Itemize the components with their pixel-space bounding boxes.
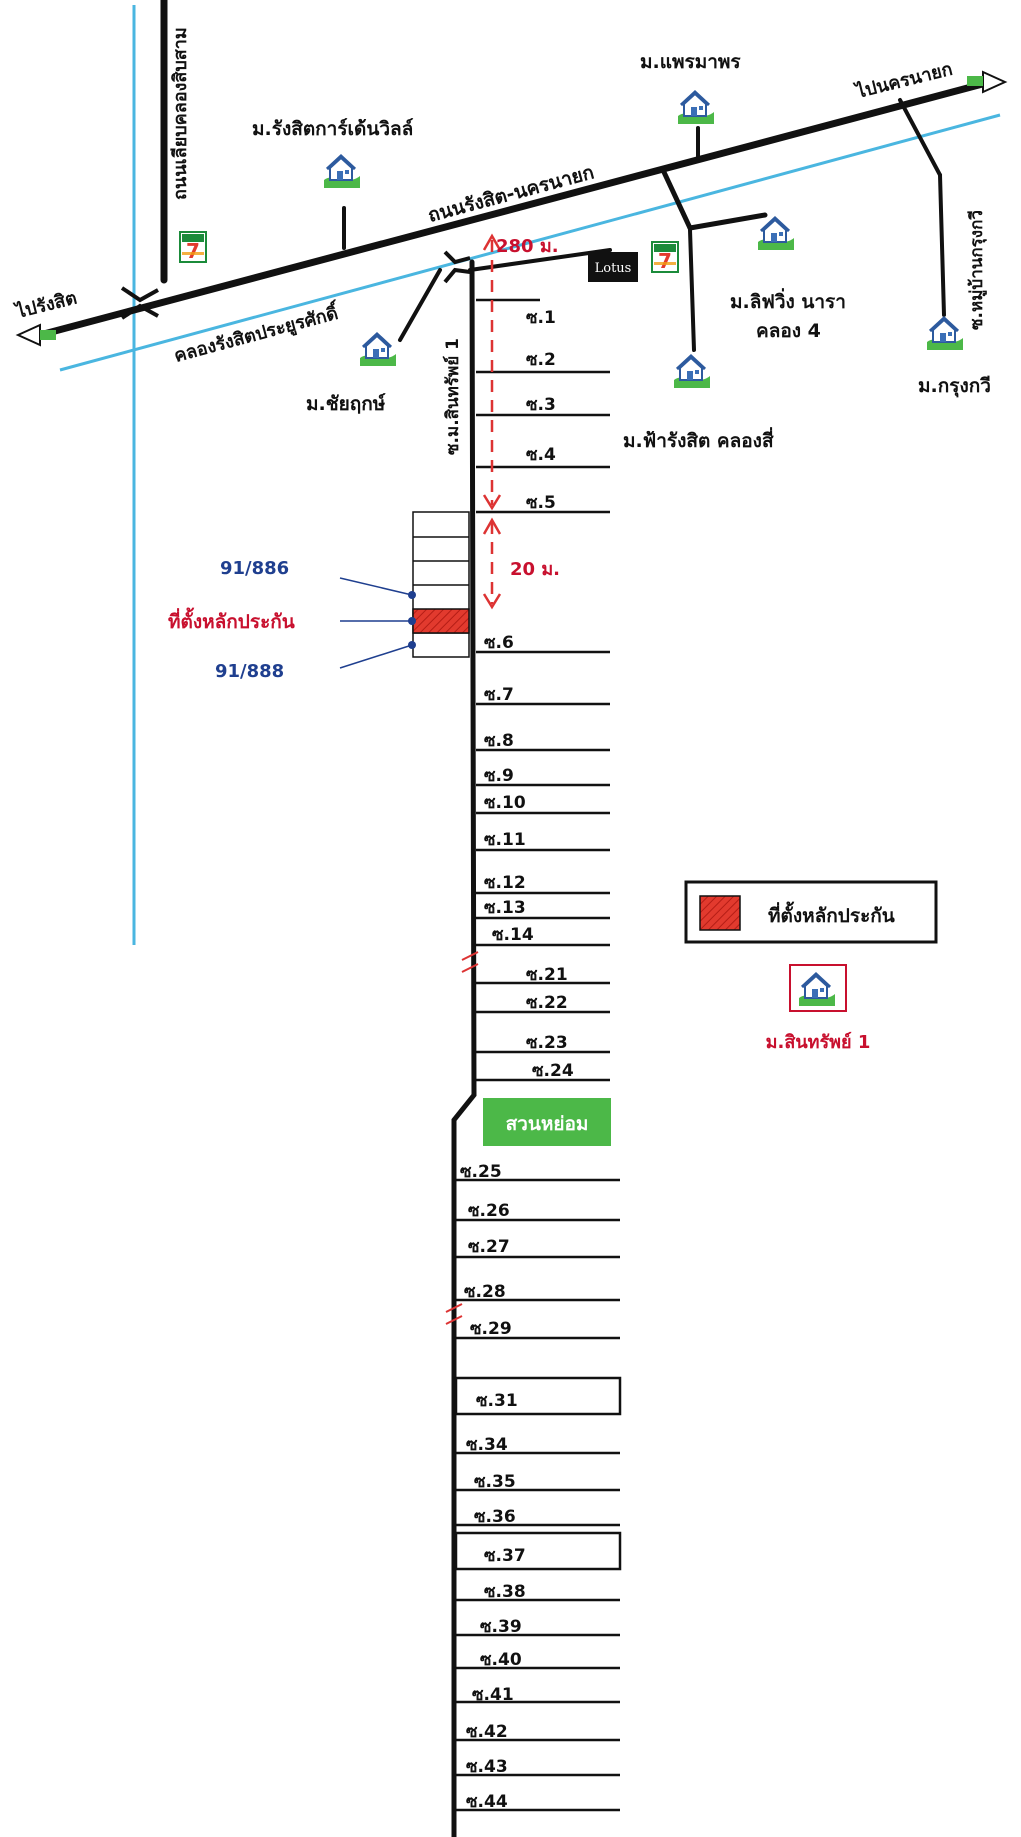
soi-right-label: ซ.5 [526, 493, 556, 513]
soi-lower-label: ซ.34 [466, 1435, 508, 1455]
branch-road [938, 173, 946, 317]
house-icon [322, 154, 362, 190]
arrow-icon [482, 494, 502, 511]
village-fah-rangsit-label: ม.ฟ้ารังสิต คลองสี่ [623, 427, 774, 452]
village-krung-kavi-label: ม.กรุงกวี [918, 375, 991, 398]
village-khlong4-label: คลอง 4 [756, 320, 821, 342]
arrow-icon [15, 323, 56, 347]
plot-91-886-label: 91/886 [220, 558, 289, 579]
soi-lower-label: ซ.28 [464, 1282, 506, 1302]
soi-lower-label: ซ.44 [466, 1792, 508, 1812]
branch-road [398, 268, 442, 342]
soi-right-label: ซ.12 [484, 873, 526, 893]
branch-road [687, 212, 768, 231]
soi-right-label: ซ.6 [484, 633, 514, 653]
soi-lower-label: ซ.36 [474, 1507, 516, 1527]
seven-eleven-icon [179, 231, 207, 264]
soi-lower-label: ซ.25 [460, 1162, 502, 1182]
soi-lower-label: ซ.38 [484, 1582, 526, 1602]
road-break-mark [461, 951, 479, 973]
plot-grid [412, 511, 470, 658]
soi-main-road [451, 259, 477, 1837]
legend-collateral-label: ที่ตั้งหลักประกัน [768, 901, 895, 927]
plot-dot [408, 617, 416, 625]
bridge-mark [120, 286, 159, 320]
plot-dot [408, 641, 416, 649]
legend-village-label: ม.สินทรัพย์ 1 [766, 1031, 871, 1053]
arrow-icon [482, 517, 502, 535]
park-label: สวนหย่อม [506, 1113, 589, 1135]
distance-20-label: 20 ม. [510, 559, 560, 580]
soi-lower-label: ซ.29 [470, 1319, 512, 1339]
village-rangsit-garden-label: ม.รังสิตการ์เด้นวิลล์ [252, 118, 413, 140]
park-box [483, 1098, 611, 1146]
branch-road [660, 167, 693, 231]
soi-right-label: ซ.1 [526, 308, 556, 328]
soi-right-label: ซ.2 [526, 350, 556, 370]
soi-lines [454, 298, 622, 1812]
soi-krung-kavi-label: ซ.หมู่บ้านกรุงกวี [966, 210, 988, 330]
branch-road [468, 248, 612, 272]
soi-right-label: ซ.23 [526, 1033, 568, 1053]
soi-right-label: ซ.14 [492, 925, 534, 945]
soi-main-label: ซ.ม.สินทรัพย์ 1 [442, 338, 463, 455]
plot-dot [408, 591, 416, 599]
soi-right-label: ซ.11 [484, 830, 526, 850]
soi-lower-label: ซ.40 [480, 1650, 522, 1670]
soi-right-label: ซ.22 [526, 993, 568, 1013]
bridge-mark [443, 250, 471, 284]
branch-road [898, 98, 942, 177]
main-road [36, 78, 994, 339]
lotus-logo: Lotus [588, 252, 638, 282]
village-phraemaphon-label: ม.แพรมาพร [640, 51, 741, 73]
legend-swatch [699, 895, 741, 931]
soi-right-label: ซ.7 [484, 685, 514, 705]
soi-right-label: ซ.8 [484, 731, 514, 751]
house-icon [756, 216, 796, 252]
soi-lower-label: ซ.39 [480, 1617, 522, 1637]
soi-lower-label: ซ.42 [466, 1722, 508, 1742]
arrow-icon [482, 233, 502, 251]
soi-lower-label: ซ.43 [466, 1757, 508, 1777]
collateral-plot [412, 608, 470, 634]
road-break-mark [445, 1303, 463, 1325]
soi-right-label: ซ.13 [484, 898, 526, 918]
soi-right-label: ซ.3 [526, 395, 556, 415]
soi-lower-label: ซ.35 [474, 1472, 516, 1492]
village-chaiyarit-label: ม.ชัยฤกษ์ [306, 393, 386, 415]
svg-text:Lotus: Lotus [595, 261, 632, 276]
arrow-icon [482, 593, 502, 610]
to-rangsit-label: ไปรังสิต [12, 287, 79, 324]
soi-lower-label: ซ.37 [484, 1546, 526, 1566]
soi-lower-label: ซ.31 [476, 1391, 518, 1411]
house-icon [676, 90, 716, 126]
branch-road [688, 228, 696, 352]
soi-right-label: ซ.24 [532, 1061, 574, 1081]
soi-lower-label: ซ.41 [472, 1685, 514, 1705]
house-icon [925, 316, 965, 352]
seven-eleven-icon [651, 241, 679, 274]
side-road-label: ถนนเลียบคลองสิบสาม [170, 27, 191, 200]
plot-91-888-label: 91/888 [215, 661, 284, 682]
plot-pointer [339, 644, 413, 669]
soi-right-label: ซ.9 [484, 766, 514, 786]
soi-lower-label: ซ.27 [468, 1237, 510, 1257]
house-icon [672, 354, 712, 390]
soi-right-label: ซ.4 [526, 445, 556, 465]
plot-pointer [339, 577, 413, 596]
soi-labels: ซ.1 ซ.2 ซ.3 ซ.4 ซ.5 ซ.6 ซ.7 ซ.8 ซ.9 ซ.10 ซ.11 ซ.12 ซ… [460, 308, 574, 1812]
house-icon [358, 332, 398, 368]
soi-right-label: ซ.10 [484, 793, 526, 813]
plot-collateral-label: ที่ตั้งหลักประกัน [168, 607, 295, 633]
soi-lower-label: ซ.26 [468, 1201, 510, 1221]
main-canal [59, 113, 1001, 372]
distance-280-label: 280 ม. [496, 236, 559, 257]
legend-village-icon [789, 964, 847, 1012]
village-living-nara-label: ม.ลิฟวิ่ง นารา [730, 288, 846, 313]
soi-right-label: ซ.21 [526, 965, 568, 985]
arrow-icon [967, 70, 1008, 94]
